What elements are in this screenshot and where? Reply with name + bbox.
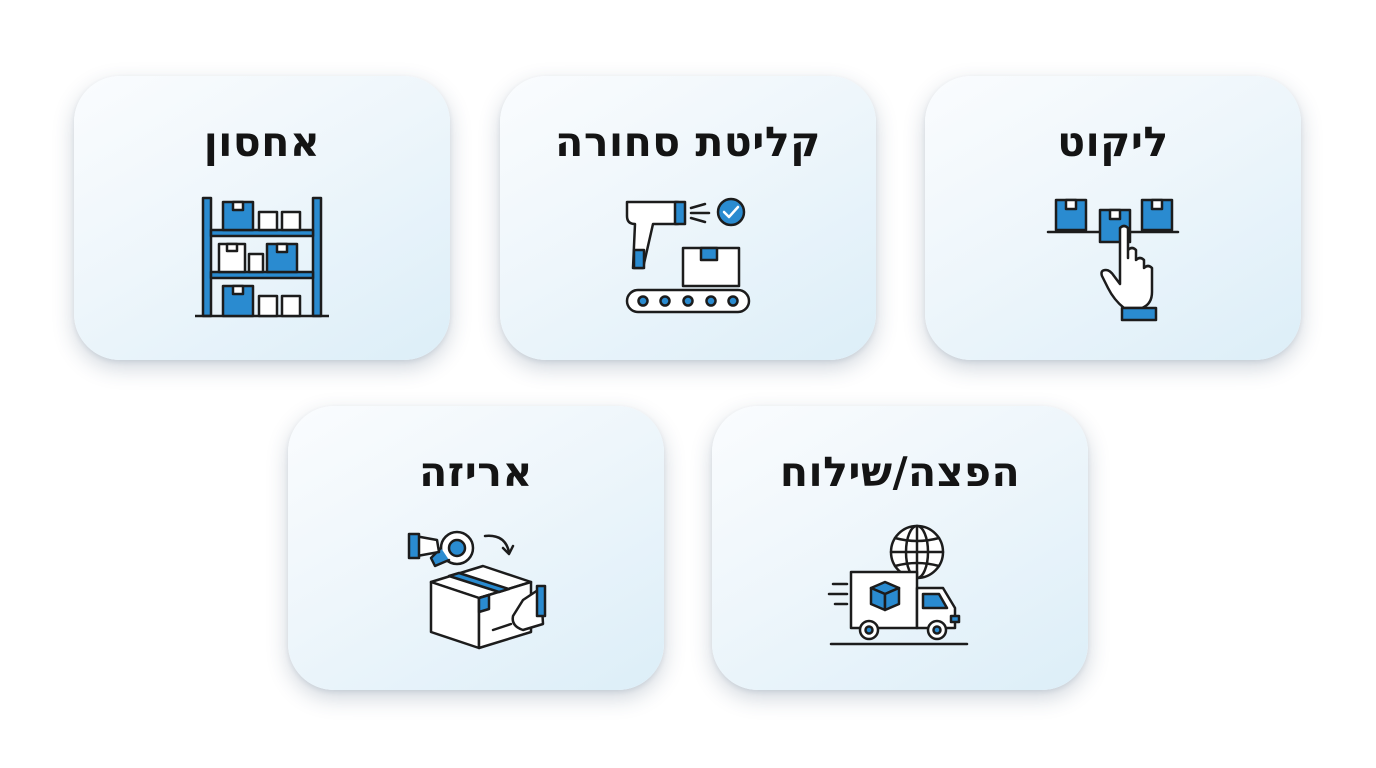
receiving-title: קליטת סחורה <box>555 118 821 166</box>
picking-card: ליקוט <box>925 76 1301 360</box>
storage-card: אחסון <box>74 76 450 360</box>
shipping-card: הפצה/שילוח <box>712 406 1088 690</box>
global-delivery-truck-icon <box>827 524 969 646</box>
hand-picking-box-icon <box>1046 198 1180 322</box>
picking-title: ליקוט <box>1057 118 1169 166</box>
warehouse-shelves-icon <box>195 196 329 318</box>
tape-sealing-box-icon <box>407 530 547 650</box>
shipping-title: הפצה/שילוח <box>779 448 1021 496</box>
packing-title: אריזה <box>419 448 533 496</box>
storage-title: אחסון <box>203 118 321 166</box>
receiving-card: קליטת סחורה <box>500 76 876 360</box>
packing-card: אריזה <box>288 406 664 690</box>
barcode-scanner-conveyor-icon <box>625 197 751 314</box>
